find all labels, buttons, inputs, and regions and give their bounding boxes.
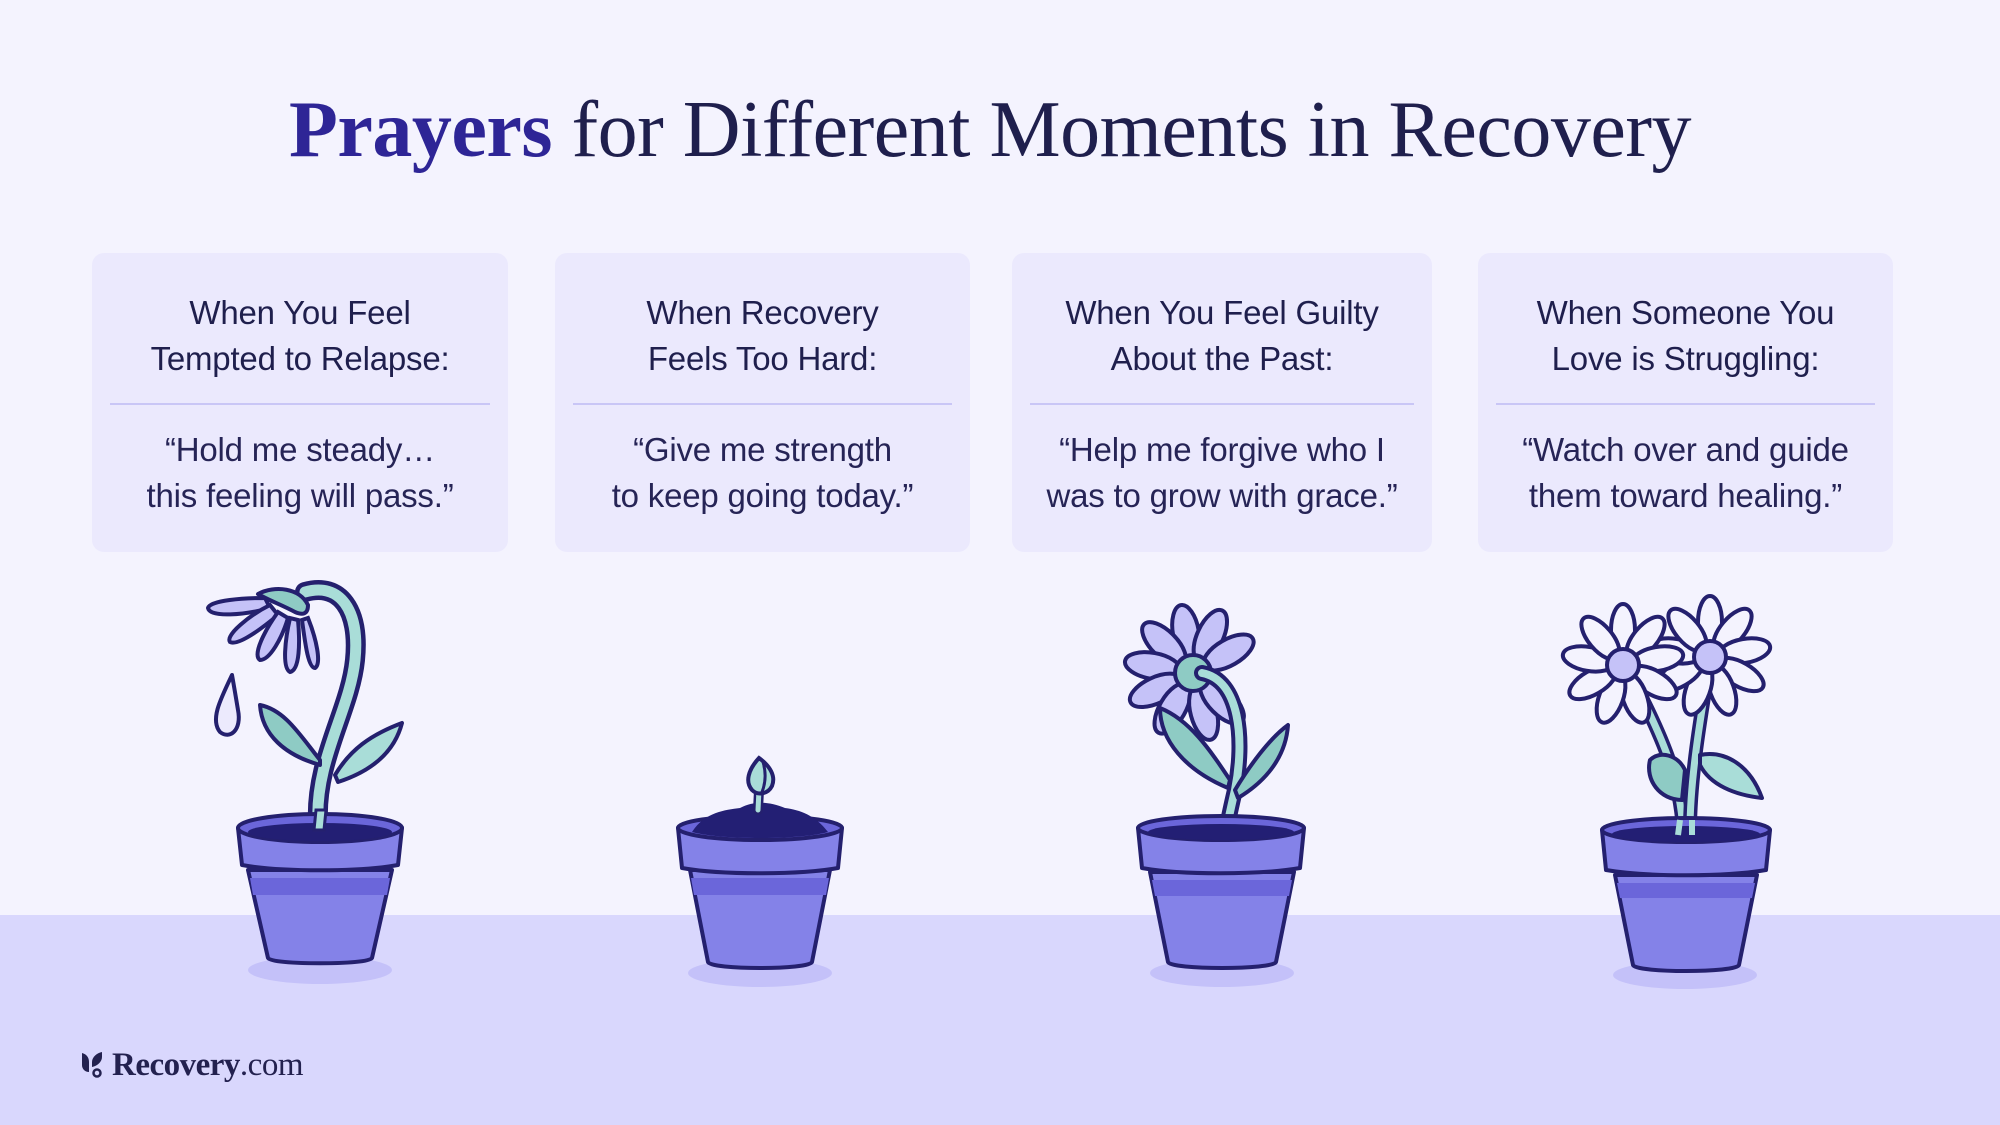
card-heading: When You Feel Guilty About the Past: <box>1012 290 1432 382</box>
title-accent: Prayers <box>288 86 553 174</box>
card-quote-line: “Watch over and guide <box>1522 431 1849 468</box>
card-heading-line: When Recovery <box>646 294 879 331</box>
page-title: Prayers for Different Moments in Recover… <box>0 82 1980 178</box>
recovery-logo-icon <box>82 1052 102 1078</box>
card-quote-line: “Give me strength <box>633 431 892 468</box>
card-quote-line: “Help me forgive who I <box>1059 431 1385 468</box>
card-heading-line: Feels Too Hard: <box>647 340 878 377</box>
card-quote-line: them toward healing.” <box>1528 477 1843 514</box>
blooming-flowers-pot-icon <box>1560 594 1773 989</box>
prayer-card-guilty: When You Feel Guilty About the Past: “He… <box>1012 253 1432 552</box>
card-quote: “Watch over and guide them toward healin… <box>1478 427 1893 519</box>
brand-tld: .com <box>239 1046 304 1083</box>
card-heading: When Recovery Feels Too Hard: <box>555 290 970 382</box>
brand-logo[interactable]: Recovery.com <box>80 1045 304 1085</box>
sprout-pot-icon <box>676 755 844 987</box>
card-quote: “Hold me steady… this feeling will pass.… <box>92 427 508 519</box>
card-heading-line: When You Feel <box>189 294 411 331</box>
card-heading-line: When Someone You <box>1536 294 1835 331</box>
card-divider <box>110 403 490 405</box>
card-heading: When Someone You Love is Struggling: <box>1478 290 1893 382</box>
card-quote-line: to keep going today.” <box>611 477 914 514</box>
prayer-card-relapse: When You Feel Tempted to Relapse: “Hold … <box>92 253 508 552</box>
prayer-card-loved-one: When Someone You Love is Struggling: “Wa… <box>1478 253 1893 552</box>
card-quote-line: this feeling will pass.” <box>146 477 454 514</box>
prayer-card-too-hard: When Recovery Feels Too Hard: “Give me s… <box>555 253 970 552</box>
card-heading-line: Love is Struggling: <box>1551 340 1820 377</box>
card-quote-line: “Hold me steady… <box>164 431 436 468</box>
card-heading: When You Feel Tempted to Relapse: <box>92 290 508 382</box>
brand-wordmark: Recovery.com <box>112 1046 304 1084</box>
card-divider <box>1030 403 1414 405</box>
brand-name: Recovery <box>112 1046 240 1083</box>
card-heading-line: Tempted to Relapse: <box>150 340 450 377</box>
card-divider <box>573 403 952 405</box>
card-quote-line: was to grow with grace.” <box>1046 477 1398 514</box>
wilting-flower-pot-icon <box>205 580 404 984</box>
title-rest: for Different Moments in Recovery <box>552 86 1692 174</box>
card-quote: “Give me strength to keep going today.” <box>555 427 970 519</box>
card-divider <box>1496 403 1875 405</box>
card-heading-line: When You Feel Guilty <box>1065 294 1379 331</box>
recovering-flower-pot-icon <box>1122 602 1306 987</box>
card-heading-line: About the Past: <box>1110 340 1334 377</box>
card-quote: “Help me forgive who I was to grow with … <box>1012 427 1432 519</box>
